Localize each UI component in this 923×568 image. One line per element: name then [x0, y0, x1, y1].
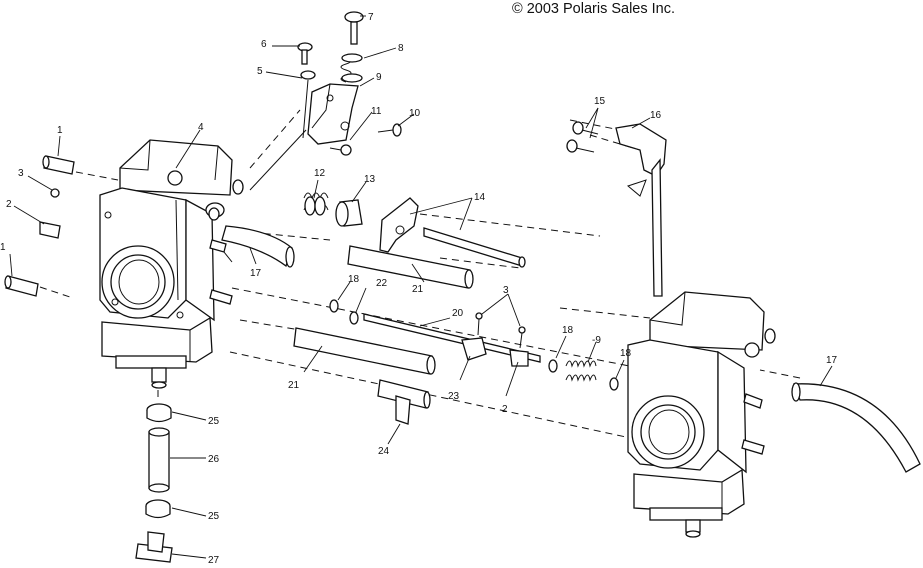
- callout-25-bottom: 25: [208, 511, 220, 522]
- callout-15: 15: [594, 96, 606, 107]
- callout-21-upper: 21: [412, 284, 424, 295]
- callout-1-top: 1: [57, 125, 63, 136]
- callout-6: 6: [261, 39, 267, 50]
- callout-26: 26: [208, 454, 220, 465]
- bracket-16: [566, 121, 667, 297]
- callout-17-right: 17: [826, 355, 838, 366]
- callout-12: 12: [314, 168, 326, 179]
- callout-22: 22: [376, 278, 388, 289]
- callout-2-left: 2: [6, 199, 12, 210]
- callout-20: 20: [452, 308, 464, 319]
- left-screws: [4, 155, 75, 297]
- callout-labels: 1 1 3 2 4 6 5 7 8 9 10 11 12 13 14 15 16…: [0, 12, 838, 566]
- callout-10: 10: [409, 108, 421, 119]
- callout-27: 27: [208, 555, 220, 566]
- callout-25-top: 25: [208, 416, 220, 427]
- left-carburetor-body: [99, 139, 244, 389]
- fuel-line-right: [791, 382, 921, 473]
- throttle-bracket: [249, 11, 402, 191]
- leader-lines: [9, 15, 833, 559]
- callout-7: 7: [368, 12, 374, 23]
- callout-2-right: 2: [502, 404, 508, 415]
- callout-23: 23: [448, 391, 460, 402]
- sync-shaft-assembly: [208, 207, 619, 391]
- drain-parts: [135, 403, 173, 563]
- callout-3-left: 3: [18, 168, 24, 179]
- callout-9: 9: [376, 72, 382, 83]
- callout-5: 5: [257, 66, 263, 77]
- balance-tubes: [293, 245, 474, 375]
- callout-14: 14: [474, 192, 486, 203]
- callout-4: 4: [198, 122, 204, 133]
- callout-21-lower: 21: [288, 380, 300, 391]
- callout-3-right: 3: [503, 285, 509, 296]
- callout-13: 13: [364, 174, 376, 185]
- callout-16: 16: [650, 110, 662, 121]
- right-carburetor-body: [627, 291, 776, 538]
- callout-17-left: 17: [250, 268, 262, 279]
- callout-19: -9: [592, 335, 601, 346]
- callout-18-left: 18: [348, 274, 360, 285]
- throttle-linkage-parts: [303, 192, 526, 268]
- callout-1-bottom: 1: [0, 242, 6, 253]
- assembly-lines: [39, 109, 801, 441]
- callout-8: 8: [398, 43, 404, 54]
- callout-18-right: 18: [620, 348, 632, 359]
- tee-fitting-24: [377, 379, 431, 425]
- fuel-line-left: [221, 225, 295, 268]
- callout-18-mid: 18: [562, 325, 574, 336]
- callout-24: 24: [378, 446, 390, 457]
- callout-11: 11: [371, 106, 382, 117]
- copyright-text: © 2003 Polaris Sales Inc.: [512, 1, 675, 17]
